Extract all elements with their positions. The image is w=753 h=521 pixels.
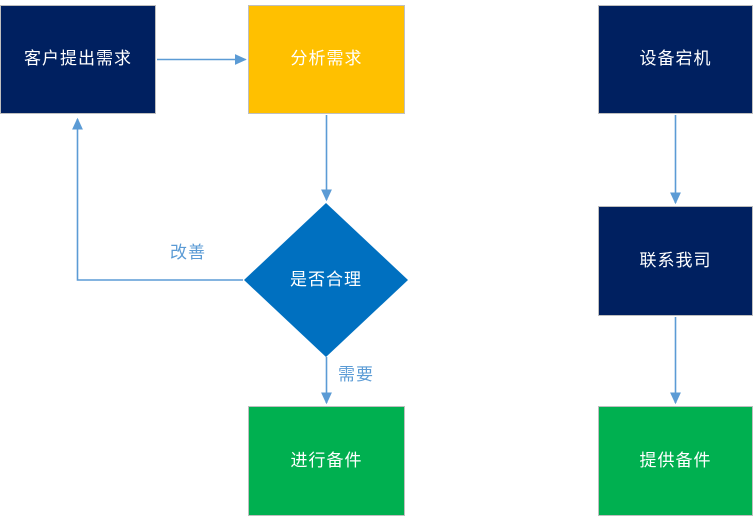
edge-label-improve: 改善 [170, 243, 206, 262]
node-label-contact-company: 联系我司 [639, 250, 712, 270]
edge-decision-to-customer [72, 117, 243, 281]
node-label-provide-spare: 提供备件 [639, 450, 712, 470]
node-label-is-reasonable: 是否合理 [290, 269, 362, 289]
node-provide-spare[interactable]: 提供备件 [598, 406, 753, 516]
node-label-customer-request: 客户提出需求 [24, 49, 132, 69]
node-label-perform-spare: 进行备件 [290, 450, 363, 470]
node-customer-request[interactable]: 客户提出需求 [0, 5, 156, 114]
node-label-analyze-request: 分析需求 [290, 49, 363, 69]
node-analyze-request[interactable]: 分析需求 [248, 5, 405, 114]
node-perform-spare[interactable]: 进行备件 [248, 406, 405, 516]
edge-label-need: 需要 [338, 365, 374, 384]
node-is-reasonable[interactable]: 是否合理 [244, 203, 408, 357]
node-label-equipment-down: 设备宕机 [639, 49, 712, 69]
node-contact-company[interactable]: 联系我司 [598, 206, 753, 316]
node-equipment-down[interactable]: 设备宕机 [598, 5, 753, 114]
diamond-shape [244, 203, 408, 357]
